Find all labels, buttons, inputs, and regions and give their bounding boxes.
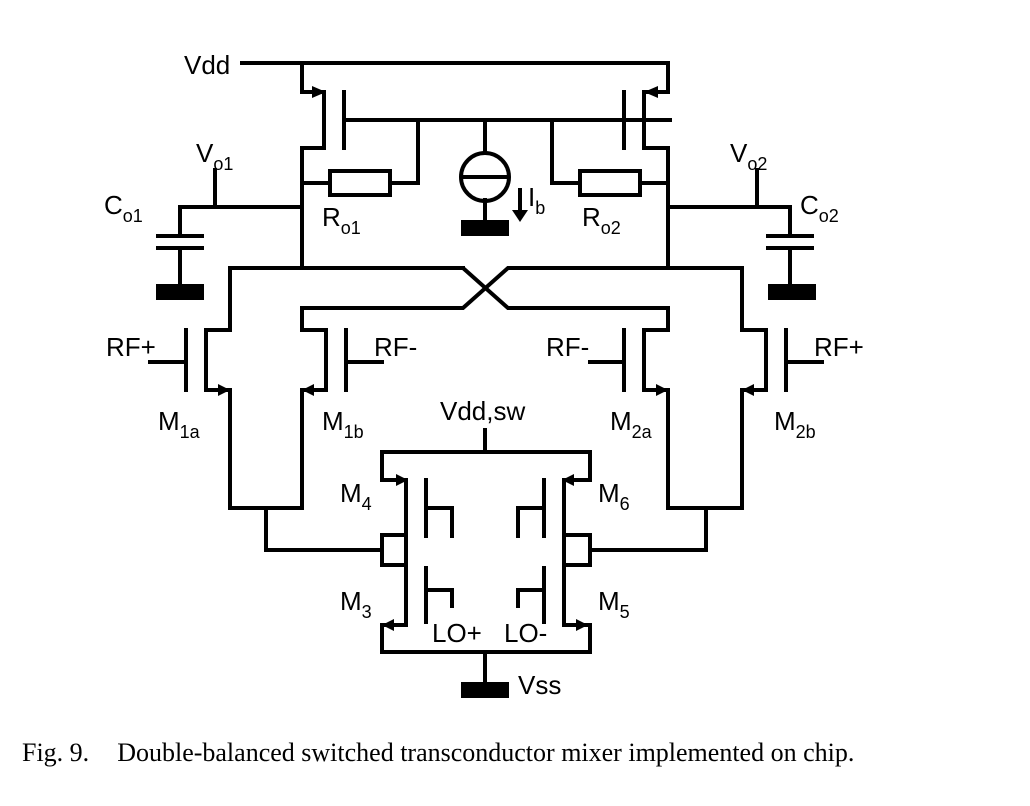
label-vdd: Vdd bbox=[184, 50, 230, 80]
m2b-transistor bbox=[740, 328, 824, 510]
cross-wire-a bbox=[300, 266, 670, 332]
label-m1a: M1a bbox=[158, 406, 201, 442]
resistor-ro1 bbox=[300, 118, 420, 185]
vdd-sw-bus bbox=[380, 428, 592, 454]
resistor-ro1-body bbox=[328, 169, 392, 197]
label-vo2: Vo2 bbox=[730, 138, 767, 174]
vss-bus bbox=[380, 650, 592, 686]
label-vss: Vss bbox=[518, 670, 561, 700]
m6-m5-stack bbox=[516, 450, 592, 654]
label-m6: M6 bbox=[598, 478, 630, 514]
ground-co2 bbox=[768, 284, 816, 300]
arrow-m2a bbox=[656, 384, 668, 396]
resistor-ro2-body bbox=[578, 169, 642, 197]
arrow-m2b bbox=[742, 384, 754, 396]
cross-wire-c bbox=[300, 266, 744, 332]
label-m5: M5 bbox=[598, 586, 630, 622]
pmos-load-right bbox=[622, 61, 670, 270]
arrow-m3 bbox=[382, 619, 394, 631]
resistor-ro2 bbox=[550, 118, 670, 185]
arrow-m1a bbox=[218, 384, 230, 396]
m2a-transistor bbox=[588, 328, 670, 510]
label-vo1: Vo1 bbox=[196, 138, 233, 174]
label-m4: M4 bbox=[340, 478, 372, 514]
arrow-pmos-left bbox=[312, 86, 326, 98]
ground-co1 bbox=[156, 284, 204, 300]
tail-right bbox=[588, 506, 744, 552]
label-m3: M3 bbox=[340, 586, 372, 622]
figure-caption: Fig. 9. Double-balanced switched transcon… bbox=[22, 738, 854, 768]
label-ib: Ib bbox=[528, 182, 545, 218]
label-rf-plus-left: RF+ bbox=[106, 332, 156, 362]
ib-arrow bbox=[512, 210, 528, 222]
cross-wire-b bbox=[228, 266, 465, 332]
arrow-m6 bbox=[562, 474, 574, 486]
ground-vss bbox=[461, 682, 509, 698]
label-rf-minus-right: RF- bbox=[546, 332, 589, 362]
label-m2a: M2a bbox=[610, 406, 653, 442]
label-co1: Co1 bbox=[104, 190, 143, 226]
label-ro2: Ro2 bbox=[582, 202, 621, 238]
m1b-transistor bbox=[300, 328, 384, 510]
label-co2: Co2 bbox=[800, 190, 839, 226]
arrow-m4 bbox=[396, 474, 408, 486]
label-vdd-sw: Vdd,sw bbox=[440, 396, 525, 426]
label-lo-plus: LO+ bbox=[432, 618, 482, 648]
ib-arrow-shaft bbox=[518, 188, 522, 212]
label-ro1: Ro1 bbox=[322, 202, 361, 238]
ground-ib bbox=[461, 220, 509, 236]
figure-caption-text: Double-balanced switched transconductor … bbox=[117, 738, 855, 767]
label-rf-plus-right: RF+ bbox=[814, 332, 864, 362]
label-lo-minus: LO- bbox=[504, 618, 547, 648]
m1a-transistor bbox=[148, 328, 232, 510]
arrow-m1b bbox=[302, 384, 314, 396]
label-m1b: M1b bbox=[322, 406, 364, 442]
label-rf-minus-left: RF- bbox=[374, 332, 417, 362]
tail-left bbox=[228, 506, 384, 552]
figure-number: Fig. 9. bbox=[22, 738, 90, 767]
arrow-m5 bbox=[576, 619, 588, 631]
label-m2b: M2b bbox=[774, 406, 816, 442]
vo1-node bbox=[156, 168, 304, 288]
arrow-pmos-right bbox=[644, 86, 658, 98]
vo2-node bbox=[666, 168, 814, 288]
mixer-schematic: Vdd Vo1 Vo2 Co1 Co2 Ro1 Ro2 Ib RF+ RF- R… bbox=[104, 50, 864, 700]
m4-m3-stack bbox=[380, 450, 454, 654]
